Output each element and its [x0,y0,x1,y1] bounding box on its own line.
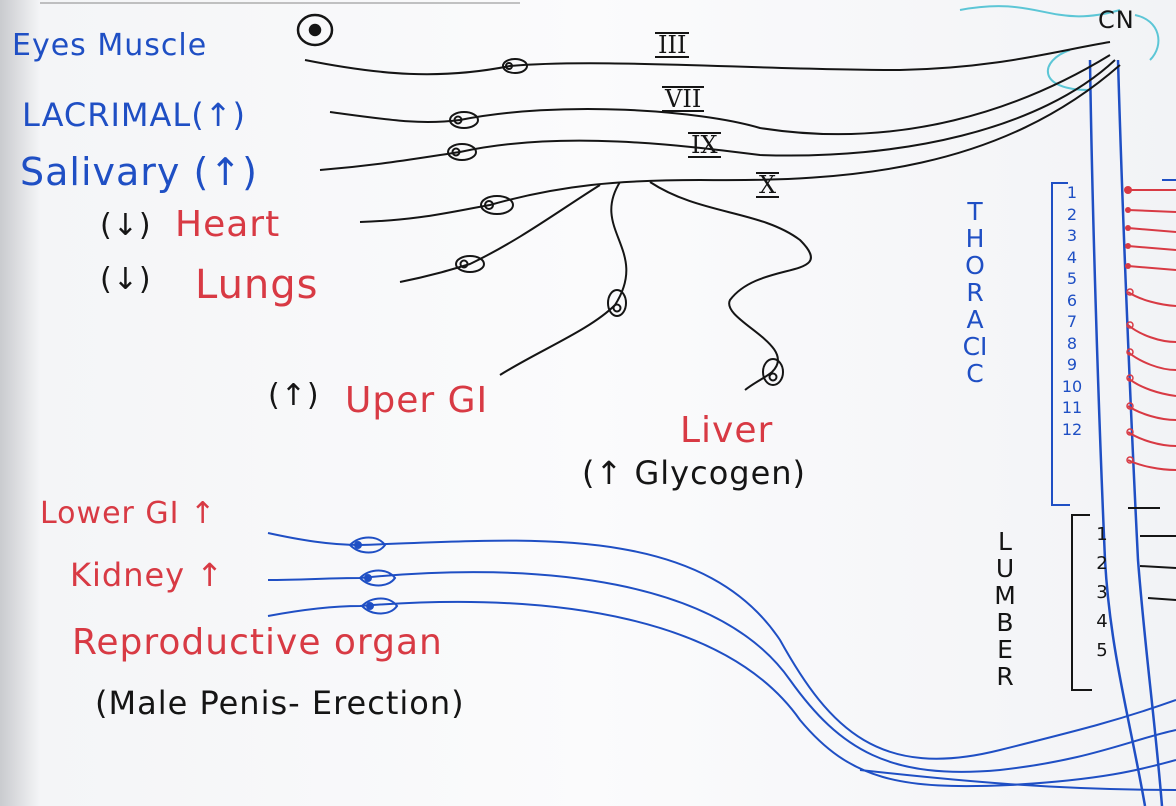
lumbar-number: 2 [1084,549,1120,578]
nerve-ix-label: IX [688,132,721,158]
lacrimal-label: LACRIMAL(↑) [22,96,246,134]
lungs-arrow-label: (↓) [100,262,152,297]
ganglion-icon [448,59,783,385]
vagus-lungs [400,185,600,282]
vagus-liver [650,182,811,390]
lumbar-number: 1 [1084,520,1120,549]
salivary-label: Salivary (↑) [20,150,258,194]
glycogen-label: (↑ Glycogen) [582,454,806,492]
nerve-vii-label: VII [662,86,704,112]
thoracic-number: 5 [1054,268,1090,290]
spinal-cord-left [1090,60,1145,806]
lumbar-number: 3 [1084,578,1120,607]
cranial-nerve-label: CN [1098,6,1135,34]
lumbar-numbers: 1 2 3 4 5 [1084,520,1120,665]
nerve-iii [305,42,1110,74]
thoracic-number: 12 [1054,419,1090,441]
lower-gi-label: Lower GI ↑ [40,496,216,531]
heart-arrow-label: (↓) [100,208,152,243]
thoracic-label: THORACIC [960,198,990,387]
thoracic-number: 6 [1054,290,1090,312]
lumbar-number: 4 [1084,607,1120,636]
thoracic-number: 10 [1054,376,1090,398]
vagus-upper-gi [500,182,626,375]
thoracic-numbers: 1 2 3 4 5 6 7 8 9 10 11 12 [1054,182,1090,440]
lungs-label: Lungs [195,262,319,308]
lumbar-label: LUMBER [990,528,1020,690]
thoracic-number: 2 [1054,204,1090,226]
nerve-x [360,65,1120,222]
thoracic-number: 4 [1054,247,1090,269]
eye-icon [298,15,332,45]
thoracic-number: 3 [1054,225,1090,247]
erection-label: (Male Penis- Erection) [95,684,465,722]
thoracic-number: 7 [1054,311,1090,333]
upper-gi-arrow-label: (↑) [268,378,320,413]
thoracic-number: 11 [1054,397,1090,419]
kidney-label: Kidney ↑ [70,556,224,594]
heart-label: Heart [175,204,280,245]
liver-label: Liver [680,410,773,451]
upper-gi-label: Uper GI [345,380,488,421]
thoracic-number: 9 [1054,354,1090,376]
thoracic-number: 8 [1054,333,1090,355]
cranial-outline-3 [1135,15,1158,60]
eyes-muscle-label: Eyes Muscle [12,28,207,63]
thoracic-number: 1 [1054,182,1090,204]
thoracic-outflow [1128,190,1176,470]
lumbar-number: 5 [1084,636,1120,665]
reproductive-label: Reproductive organ [72,622,443,663]
nerve-iii-label: III [655,32,689,58]
nerve-x-label: X [756,172,779,198]
cranial-outline [960,6,1120,16]
spinal-cord-right [1118,60,1162,806]
